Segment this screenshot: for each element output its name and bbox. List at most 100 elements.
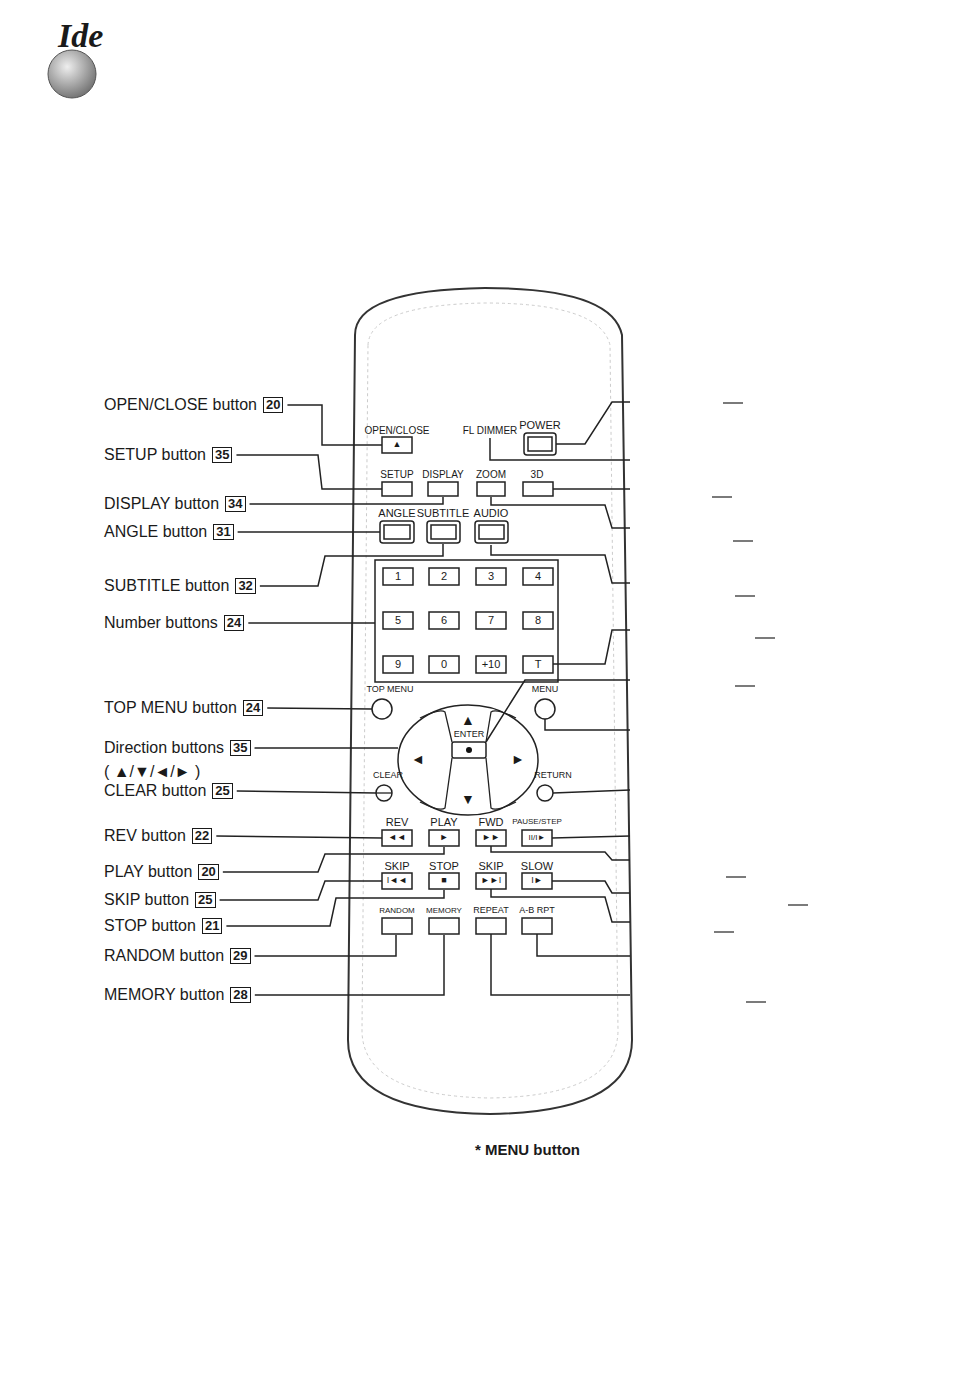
number-key: T [535,658,542,670]
number-key: 8 [535,614,541,626]
button-label: TOP MENU [366,685,413,695]
callout-number: 25 [212,783,232,799]
button-label: ANGLE [378,507,415,519]
footnote: * MENU button [475,1142,580,1159]
button-label: CLEAR [373,771,403,781]
callout-number: 28 [230,987,250,1003]
leader-line [238,531,380,533]
callout-number: 24 [243,700,263,716]
button-label: REPEAT [473,906,508,916]
button-symbol: I◄◄ [387,876,407,886]
number-key: 5 [395,614,401,626]
button-symbol: ▲ [393,440,402,450]
button-label: SETUP [380,469,413,480]
part-label: PLAY button [104,863,192,881]
part-label: RANDOM button [104,947,224,965]
callout-number: 20 [198,864,218,880]
callout-number: 35 [230,740,250,756]
leader-line [255,747,398,749]
part-label: SUBTITLE button [104,577,229,595]
callout-number: 22 [192,828,212,844]
arrow-symbol: ▲ [461,713,475,728]
part-label: REV button [104,827,186,845]
part-label: CLEAR button [104,782,206,800]
leader-line [250,497,443,504]
leader-line [223,847,444,872]
button-label: SKIP [478,860,503,872]
callout-number: 25 [195,892,215,908]
heading-logo: Ide [58,17,103,54]
button-symbol: ■ [441,876,446,886]
button-label: ENTER [454,730,485,740]
callout-number: 35 [212,447,232,463]
button-label: PAUSE/STEP [512,818,562,827]
leader-line [216,836,382,838]
number-key: 6 [441,614,447,626]
button-label: FL DIMMER [463,425,518,436]
button-symbol: II/I► [529,834,546,843]
number-key: 7 [488,614,494,626]
button-symbol: ► [440,833,449,843]
button-label: 3D [531,469,544,480]
number-key: 4 [535,570,541,582]
leader-line [260,544,443,586]
leader-line [255,935,396,956]
leader-line [248,622,375,624]
part-label: DISPLAY button [104,495,219,513]
button-label: RETURN [534,771,572,781]
button-label: SKIP [384,860,409,872]
part-label: SETUP button [104,446,206,464]
part-label: TOP MENU button [104,699,237,717]
leader-line [236,455,382,489]
callout-number: 31 [213,524,233,540]
part-label: ANGLE button [104,523,207,541]
button-label: REV [386,816,409,828]
button-symbol: I► [531,876,542,886]
part-label: ( ▲/▼/◄/► ) [104,763,200,781]
part-label: Number buttons [104,614,218,632]
button-symbol: ◄◄ [388,833,406,843]
button-label: MENU [532,685,559,695]
leader-line [237,791,376,793]
button-label: AUDIO [474,507,509,519]
button-label: SUBTITLE [417,507,470,519]
number-key: 9 [395,658,401,670]
button-label: STOP [429,860,459,872]
button-label: ZOOM [476,469,506,480]
leader-line [255,935,444,995]
button-label: SLOW [521,860,553,872]
leader-line [267,708,372,709]
leader-line [226,890,444,926]
part-label: Direction buttons [104,739,224,757]
button-label: POWER [519,419,561,431]
leader-line [220,881,382,900]
button-label: MEMORY [426,907,462,916]
callout-number: 29 [230,948,250,964]
number-key: 1 [395,570,401,582]
number-key: 0 [441,658,447,670]
number-key: 2 [441,570,447,582]
part-label: OPEN/CLOSE button [104,396,257,414]
button-label: OPEN/CLOSE [364,425,429,436]
part-label: STOP button [104,917,196,935]
arrow-symbol: ► [511,752,525,767]
callout-number: 34 [225,496,245,512]
callout-number: 24 [224,615,244,631]
button-label: PLAY [430,816,457,828]
button-label: DISPLAY [422,469,464,480]
number-key: 3 [488,570,494,582]
callout-number: 32 [235,578,255,594]
arrow-symbol: ◄ [411,752,425,767]
part-label: SKIP button [104,891,189,909]
button-label: FWD [478,816,503,828]
callout-number: 21 [202,918,222,934]
button-symbol: ►► [482,833,500,843]
arrow-symbol: ▼ [461,792,475,807]
part-label: MEMORY button [104,986,224,1004]
number-key: +10 [482,658,501,670]
button-symbol: ►►I [481,876,501,886]
button-label: A-B RPT [519,906,555,916]
